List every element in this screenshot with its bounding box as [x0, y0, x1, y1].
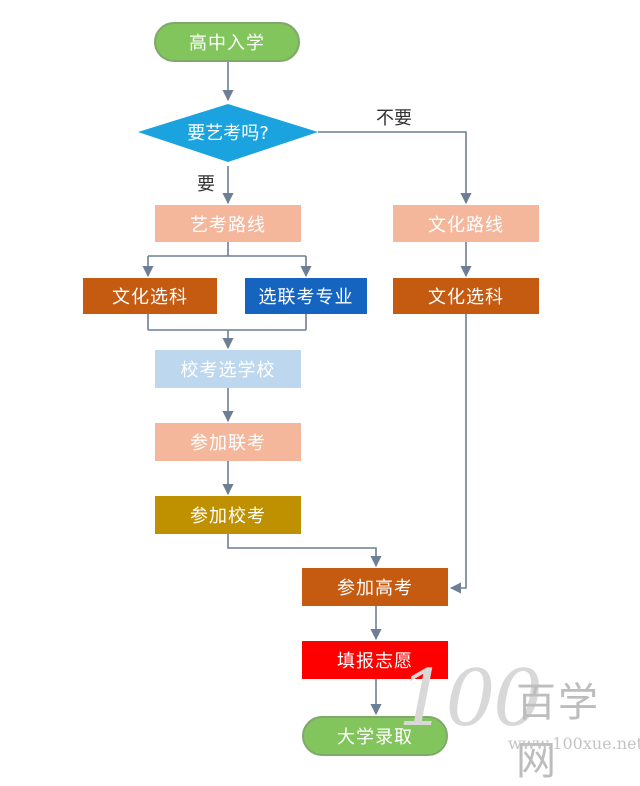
- joint-major-node: 选联考专业: [245, 278, 367, 314]
- watermark-digits: 100: [398, 654, 543, 744]
- start-label: 高中入学: [189, 33, 265, 54]
- fill-application-node: 填报志愿: [302, 641, 448, 679]
- art-route-label: 艺考路线: [190, 214, 266, 236]
- culture-subjects-label: 文化选科: [428, 287, 504, 308]
- join-school-exam-node: 参加校考: [155, 496, 301, 534]
- fill-application-label: 填报志愿: [337, 651, 413, 672]
- culture-subjects-node: 文化选科: [393, 278, 539, 314]
- flowchart-connectors: [138, 62, 472, 716]
- school-exam-choose-node: 校考选学校: [155, 350, 301, 388]
- admission-node: 大学录取: [302, 716, 448, 756]
- watermark-url: www.100xue.net: [508, 734, 640, 753]
- join-joint-exam-node: 参加联考: [155, 423, 301, 461]
- arrow-culture-gaokao: [449, 314, 467, 594]
- decision-label: 要艺考吗?: [187, 123, 269, 144]
- join-school-exam-label: 参加校考: [190, 506, 266, 527]
- gaokao-node: 参加高考: [302, 568, 448, 606]
- start-node: 高中入学: [154, 22, 300, 62]
- culture-route-label: 文化路线: [428, 214, 504, 236]
- decision-diamond: [138, 104, 318, 162]
- gaokao-label: 参加高考: [337, 578, 413, 599]
- arrow-no: [318, 131, 472, 205]
- admission-label: 大学录取: [337, 727, 413, 748]
- art-culture-subjects-node: 文化选科: [83, 278, 217, 314]
- watermark: 100 百学网 www.100xue.net: [398, 652, 640, 784]
- edge-label-yes: 要: [197, 174, 215, 195]
- join-joint-exam-label: 参加联考: [190, 433, 266, 454]
- school-exam-choose-label: 校考选学校: [180, 360, 276, 381]
- decision-node: 要艺考吗?: [140, 104, 316, 160]
- edge-label-no: 不要: [376, 108, 412, 129]
- arrow-schoolexam-gaokao: [227, 534, 382, 568]
- art-route-node: 艺考路线: [155, 205, 301, 242]
- joint-major-label: 选联考专业: [258, 287, 354, 308]
- watermark-name: 百学网: [516, 680, 600, 784]
- culture-route-node: 文化路线: [393, 205, 539, 242]
- art-culture-subjects-label: 文化选科: [112, 287, 188, 308]
